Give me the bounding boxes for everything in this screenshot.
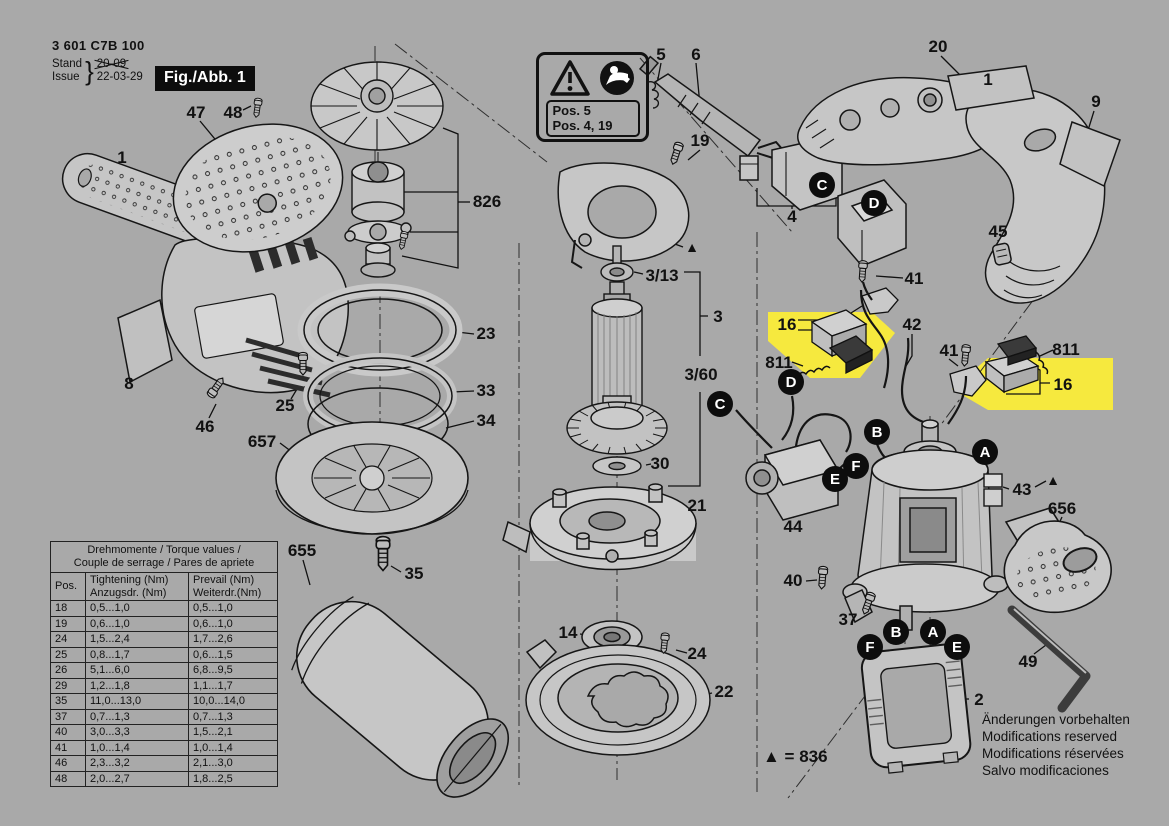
hex-key-drawing <box>1007 605 1091 713</box>
torque-table-title: Drehmomente / Torque values / Couple de … <box>50 541 278 573</box>
pos-column-header: Pos. <box>50 572 86 601</box>
dust-box-drawing <box>1003 507 1112 614</box>
stand-label: Stand <box>52 58 83 70</box>
tightening-cell: 1,0...1,4 <box>85 739 189 756</box>
prevail-column-header: Prevail (Nm) Weiterdr.(Nm) <box>188 572 278 601</box>
brace-glyph: } <box>85 55 94 86</box>
prevail-cell: 1,1...1,7 <box>188 677 278 694</box>
right-housing-drawing <box>797 65 1121 304</box>
brush-group-right-drawing <box>949 335 1049 397</box>
tightening-cell: 0,6...1,0 <box>85 615 189 632</box>
triangle-note: ▲ = 836 <box>763 747 828 766</box>
warning-pos-line-1: Pos. 5 <box>552 103 591 118</box>
pos-cell: 40 <box>50 724 86 741</box>
prevail-cell: 0,6...1,5 <box>188 646 278 663</box>
superseded-date: 20-09 <box>96 58 127 70</box>
pos-cell: 41 <box>50 739 86 756</box>
pos-cell: 46 <box>50 755 86 772</box>
tightening-cell: 0,7...1,3 <box>85 708 189 725</box>
figure-label: Fig./Abb. 1 <box>155 66 255 91</box>
torque-table: Drehmomente / Torque values / Couple de … <box>50 541 278 787</box>
prevail-cell: 6,8...9,5 <box>188 662 278 679</box>
tightening-cell: 3,0...3,3 <box>85 724 189 741</box>
prevail-cell: 1,5...2,1 <box>188 724 278 741</box>
tightening-cell: 5,1...6,0 <box>85 662 189 679</box>
prevail-cell: 1,8...2,5 <box>188 770 278 787</box>
pos-cell: 26 <box>50 662 86 679</box>
issue-date: 22-03-29 <box>96 71 143 83</box>
torque-table-header-row: Pos. Tightening (Nm) Anzugsdr. (Nm) Prev… <box>50 572 278 601</box>
prevail-cell: 1,7...2,6 <box>188 631 278 648</box>
warning-triangle-icon <box>550 60 590 96</box>
tightening-cell: 0,5...1,0 <box>85 600 189 617</box>
cover-bearing-plate-drawing <box>502 483 711 756</box>
prevail-cell: 0,6...1,0 <box>188 615 278 632</box>
tightening-cell: 11,0...13,0 <box>85 693 189 710</box>
dust-tube-drawing <box>291 596 510 798</box>
rings-and-pad-drawing <box>275 283 469 535</box>
pos-cell: 29 <box>50 677 86 694</box>
part-43-drawing <box>983 473 1003 507</box>
cable-switch-drawing <box>638 55 907 267</box>
warning-pos-lines: Pos. 5 Pos. 4, 19 <box>545 100 640 137</box>
warning-pos-line-2: Pos. 4, 19 <box>552 118 613 133</box>
read-manual-icon <box>600 61 634 95</box>
bearing-bracket-drawing <box>557 162 690 269</box>
stand-issue-block: Stand Issue } 20-09 22-03-29 <box>52 58 145 84</box>
disclaimer-line: Modifications réservées <box>982 746 1124 761</box>
torque-title-line2: Couple de serrage / Pares de apriete <box>73 557 255 569</box>
pos-cell: 35 <box>50 693 86 710</box>
prevail-cell: 0,7...1,3 <box>188 708 278 725</box>
prevail-cell: 0,5...1,0 <box>188 600 278 617</box>
title-block: 3 601 C7B 100 Stand Issue } 20-09 22-03-… <box>52 38 145 84</box>
pos-cell: 19 <box>50 615 86 632</box>
warning-box: Pos. 5 Pos. 4, 19 <box>536 52 649 142</box>
torque-title-line1: Drehmomente / Torque values / <box>87 544 241 556</box>
pos-cell: 37 <box>50 708 86 725</box>
prevail-cell: 10,0...14,0 <box>188 693 278 710</box>
tightening-cell: 0,8...1,7 <box>85 646 189 663</box>
tightening-cell: 1,2...1,8 <box>85 677 189 694</box>
pos-cell: 18 <box>50 600 86 617</box>
pos-cell: 24 <box>50 631 86 648</box>
pos-cell: 25 <box>50 646 86 663</box>
tightening-cell: 1,5...2,4 <box>85 631 189 648</box>
issue-label: Issue <box>52 71 80 83</box>
disclaimer-line: Änderungen vorbehalten <box>982 712 1130 727</box>
pos-cell: 48 <box>50 770 86 787</box>
armature-drawing <box>566 245 668 476</box>
tightening-cell: 2,3...3,2 <box>85 755 189 772</box>
tightening-cell: 2,0...2,7 <box>85 770 189 787</box>
type-number: 3 601 C7B 100 <box>52 38 145 53</box>
module-44-drawing <box>745 439 840 521</box>
sanding-sheet-drawing <box>172 123 344 253</box>
disclaimer-line: Salvo modificaciones <box>982 763 1109 778</box>
prevail-cell: 2,1...3,0 <box>188 755 278 772</box>
fan-bearing-group-drawing <box>310 61 444 278</box>
field-stator-drawing <box>860 643 972 774</box>
motor-assembly-drawing <box>842 419 1009 631</box>
prevail-cell: 1,0...1,4 <box>188 739 278 756</box>
disclaimer-line: Modifications reserved <box>982 729 1118 744</box>
brush-group-left-drawing <box>797 287 899 377</box>
tightening-column-header: Tightening (Nm) Anzugsdr. (Nm) <box>85 572 189 601</box>
